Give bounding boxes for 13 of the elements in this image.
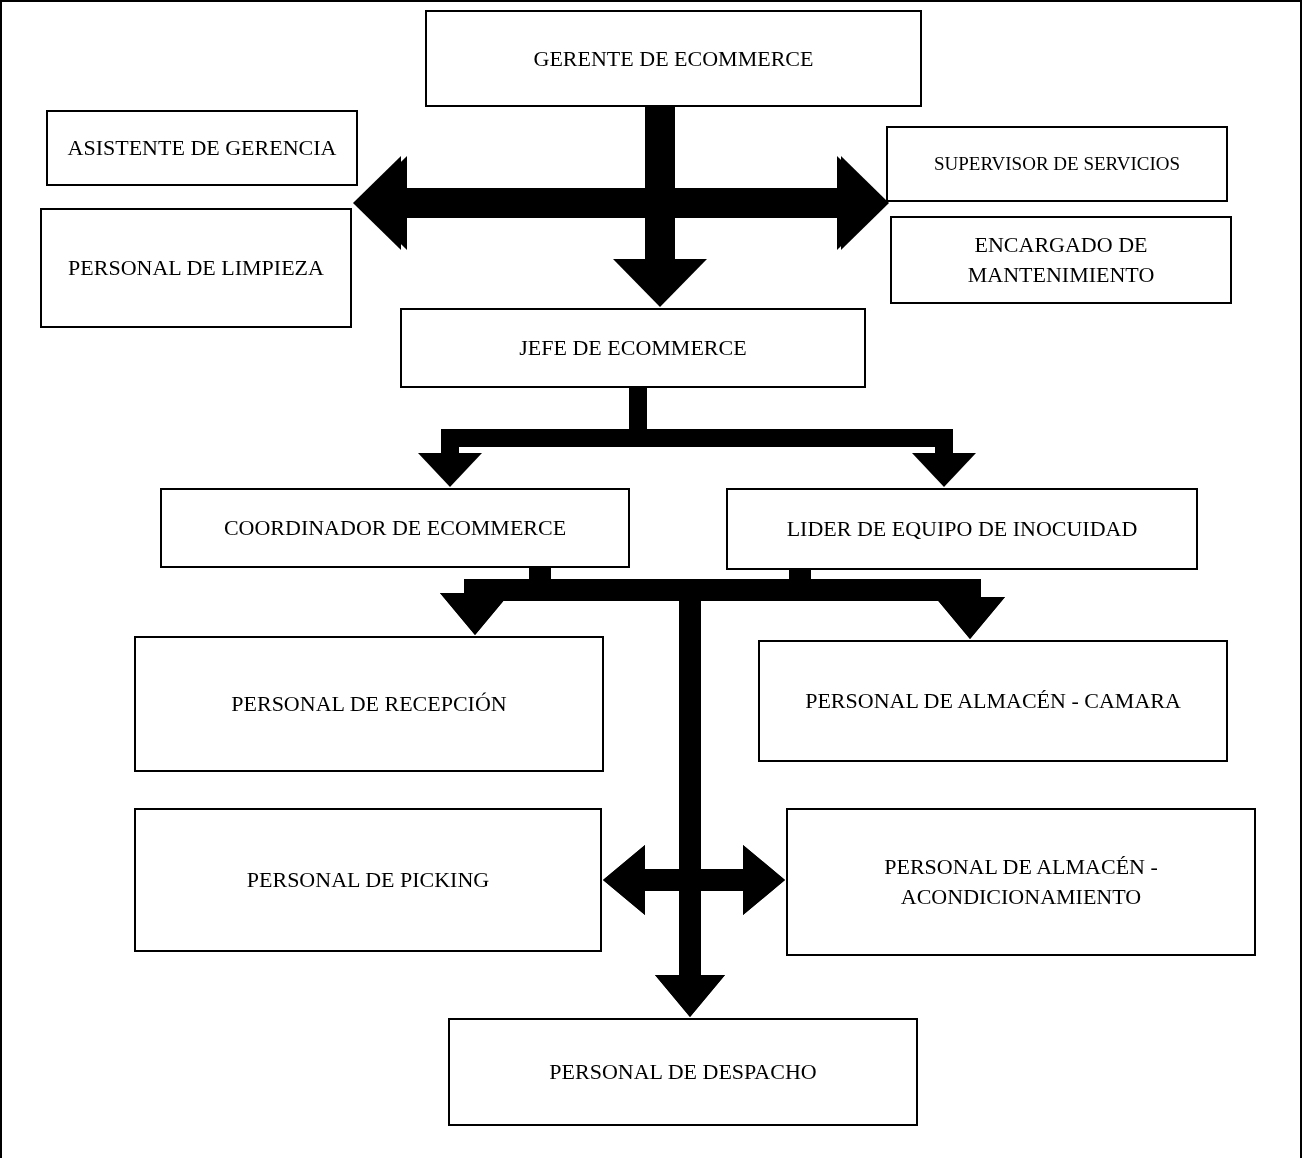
role-box: JEFE DE ECOMMERCE <box>400 308 866 388</box>
role-box: PERSONAL DE LIMPIEZA <box>40 208 352 328</box>
role-box: PERSONAL DE PICKING <box>134 808 602 952</box>
role-box: ENCARGADO DE MANTENIMIENTO <box>890 216 1232 304</box>
role-box: ASISTENTE DE GERENCIA <box>46 110 358 186</box>
role-box: COORDINADOR DE ECOMMERCE <box>160 488 630 568</box>
role-box: PERSONAL DE RECEPCIÓN <box>134 636 604 772</box>
role-box: SUPERVISOR DE SERVICIOS <box>886 126 1228 202</box>
role-box: GERENTE DE ECOMMERCE <box>425 10 922 107</box>
role-box: PERSONAL DE DESPACHO <box>448 1018 918 1126</box>
role-box: PERSONAL DE ALMACÉN - CAMARA <box>758 640 1228 762</box>
role-box: LIDER DE EQUIPO DE INOCUIDAD <box>726 488 1198 570</box>
role-box: PERSONAL DE ALMACÉN - ACONDICIONAMIENTO <box>786 808 1256 956</box>
